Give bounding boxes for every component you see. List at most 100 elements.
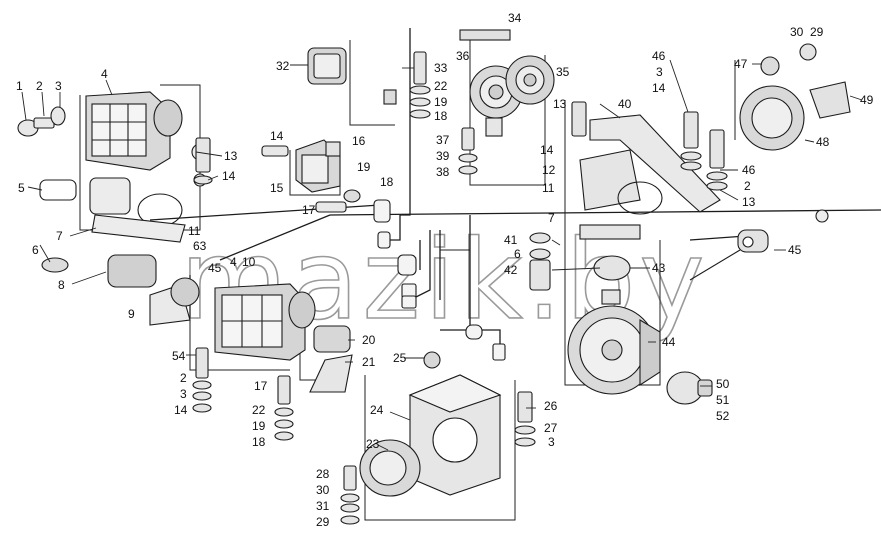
headlamp-top-left xyxy=(85,91,183,171)
callout-11: 11 xyxy=(188,224,201,238)
callout-14: 14 xyxy=(222,169,236,183)
leader-lines xyxy=(21,59,863,451)
callout-17b: 17 xyxy=(254,379,268,393)
callout-6b: 6 xyxy=(514,247,521,261)
callout-44: 44 xyxy=(662,335,676,349)
callout-30: 30 xyxy=(790,25,804,39)
callout-54: 54 xyxy=(172,349,186,363)
callout-22b: 22 xyxy=(252,403,266,417)
callout-20: 20 xyxy=(362,333,376,347)
callout-41: 41 xyxy=(504,233,518,247)
callout-25: 25 xyxy=(393,351,407,365)
callout-2b: 2 xyxy=(744,179,751,193)
callout-14d: 14 xyxy=(652,81,666,95)
fog-lamp-left xyxy=(107,254,200,326)
callout-63: 63 xyxy=(193,239,207,253)
callout-48: 48 xyxy=(816,135,830,149)
callout-45: 45 xyxy=(208,261,222,275)
callout-3: 3 xyxy=(55,79,62,93)
callout-47: 47 xyxy=(734,57,748,71)
relay-box xyxy=(261,139,361,213)
callout-12: 12 xyxy=(542,163,556,177)
callout-27: 27 xyxy=(544,421,558,435)
callout-7b: 7 xyxy=(548,211,555,225)
callout-35: 35 xyxy=(556,65,570,79)
callout-39: 39 xyxy=(436,149,450,163)
callout-13c: 13 xyxy=(742,195,756,209)
callout-45b: 45 xyxy=(788,243,802,257)
callout-22: 22 xyxy=(434,79,448,93)
callout-46b: 46 xyxy=(742,163,756,177)
callout-2: 2 xyxy=(36,79,43,93)
callout-46a: 46 xyxy=(652,49,666,63)
callout-40: 40 xyxy=(618,97,632,111)
callout-38: 38 xyxy=(436,165,450,179)
callout-9: 9 xyxy=(128,307,135,321)
callout-11b: 11 xyxy=(542,181,555,195)
callout-4b: 4 xyxy=(230,255,237,269)
callout-34: 34 xyxy=(508,11,522,25)
callout-43: 43 xyxy=(652,261,666,275)
callout-52: 52 xyxy=(716,409,730,423)
callout-51: 51 xyxy=(716,393,730,407)
callout-8: 8 xyxy=(58,278,65,292)
callout-33: 33 xyxy=(434,61,448,75)
beacon-lamp xyxy=(739,43,851,223)
callout-19b: 19 xyxy=(434,95,448,109)
horn-pair xyxy=(459,29,555,137)
callout-13: 13 xyxy=(224,149,238,163)
reflector-20-21 xyxy=(309,325,353,393)
callout-3d: 3 xyxy=(548,435,555,449)
callout-30b: 30 xyxy=(316,483,330,497)
callout-14e: 14 xyxy=(174,403,188,417)
callout-3c: 3 xyxy=(180,387,187,401)
bolt-stack-upper-left xyxy=(193,137,213,185)
clamp-45 xyxy=(689,229,769,281)
callout-18b: 18 xyxy=(434,109,448,123)
callout-14b: 14 xyxy=(270,129,284,143)
harness-connector xyxy=(373,199,506,361)
callout-50: 50 xyxy=(716,377,730,391)
bolt-stack-33 xyxy=(409,51,431,119)
callout-3b: 3 xyxy=(656,65,663,79)
callout-21: 21 xyxy=(362,355,376,369)
bolt-stack-right-b xyxy=(706,129,728,191)
housing-24 xyxy=(408,351,502,496)
callout-19: 19 xyxy=(357,160,371,174)
callout-10: 10 xyxy=(242,255,256,269)
callout-23: 23 xyxy=(366,437,380,451)
callout-5: 5 xyxy=(18,181,25,195)
headlamp-middle xyxy=(214,283,316,361)
bolt-stack-37 xyxy=(458,127,478,175)
switch-32 xyxy=(307,47,397,105)
lamp-23 xyxy=(359,439,421,497)
callout-32: 32 xyxy=(276,59,290,73)
callout-16: 16 xyxy=(352,134,366,148)
callout-14c: 14 xyxy=(540,143,554,157)
callout-29b: 29 xyxy=(316,515,330,529)
callout-13b: 13 xyxy=(553,97,567,111)
callout-7: 7 xyxy=(56,229,63,243)
callout-18c: 18 xyxy=(252,435,266,449)
bulb-50 xyxy=(666,371,713,405)
callout-6: 6 xyxy=(32,243,39,257)
callout-labels: 1 2 3 4 5 6 7 8 9 63 45 4 10 11 13 14 14… xyxy=(16,11,874,529)
callout-17: 17 xyxy=(302,203,316,217)
callout-29: 29 xyxy=(810,25,824,39)
callout-26: 26 xyxy=(544,399,558,413)
bolt-stack-left xyxy=(192,347,212,413)
callout-28: 28 xyxy=(316,467,330,481)
callout-1: 1 xyxy=(16,79,23,93)
callout-42: 42 xyxy=(504,263,518,277)
bolt-stack-right-a xyxy=(680,111,702,171)
callout-18: 18 xyxy=(380,175,394,189)
bracket-right xyxy=(571,101,721,240)
callout-37: 37 xyxy=(436,133,450,147)
callout-36: 36 xyxy=(456,49,470,63)
callout-15: 15 xyxy=(270,181,284,195)
work-lamp-44 xyxy=(567,305,661,395)
callout-2c: 2 xyxy=(180,371,187,385)
bolt-stack-26 xyxy=(514,391,536,447)
bolt-stack-28 xyxy=(340,465,360,525)
